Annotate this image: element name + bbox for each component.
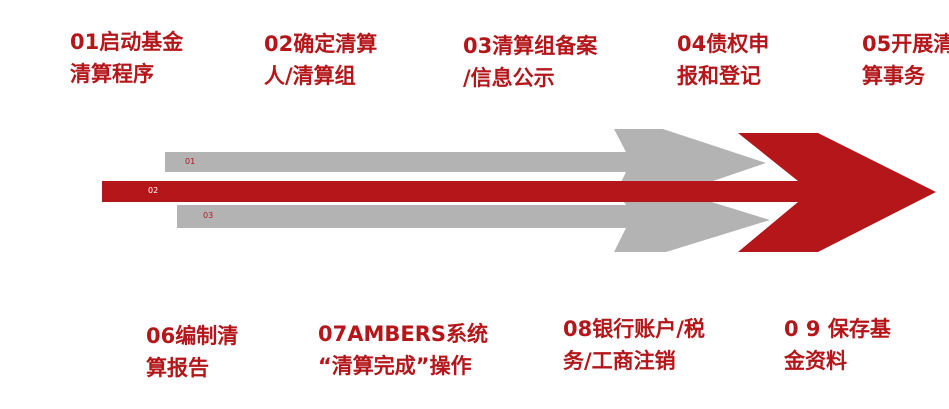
- step-07-line2: “清算完成”操作: [318, 354, 472, 378]
- step-05-line2: 算事务: [862, 64, 925, 88]
- step-04-line1: 04债权申: [677, 32, 770, 56]
- step-06-line2: 算报告: [146, 356, 209, 380]
- arrow-tag-03: 03: [203, 211, 214, 220]
- step-02-line2: 人/清算组: [264, 64, 356, 88]
- step-09-line2: 金资料: [784, 349, 847, 373]
- step-04-label: 04债权申 报和登记: [677, 28, 769, 92]
- step-06-label: 06编制清 算报告: [146, 320, 238, 384]
- step-09-label: 0 9 保存基 金资料: [784, 313, 891, 377]
- step-07-label: 07AMBERS系统 “清算完成”操作: [318, 318, 488, 382]
- step-08-line2: 务/工商注销: [563, 349, 676, 373]
- arrow-tag-02: 02: [148, 186, 159, 195]
- step-03-line1: 03清算组备案: [463, 34, 598, 58]
- step-02-line1: 02确定清算: [264, 32, 378, 56]
- step-01-line2: 清算程序: [70, 62, 154, 86]
- step-03-line2: /信息公示: [463, 66, 555, 90]
- step-01-label: 01启动基金 清算程序: [70, 26, 183, 90]
- step-07-line1: 07AMBERS系统: [318, 322, 489, 346]
- step-06-line1: 06编制清: [146, 324, 239, 348]
- step-04-line2: 报和登记: [677, 64, 761, 88]
- step-02-label: 02确定清算 人/清算组: [264, 28, 377, 92]
- gray-lower-arrow: [177, 187, 770, 252]
- step-01-line1: 01启动基金: [70, 30, 184, 54]
- step-05-label: 05开展清 算事务: [862, 28, 949, 92]
- step-08-label: 08银行账户/税 务/工商注销: [563, 313, 705, 377]
- gray-upper-arrow: [165, 129, 766, 197]
- step-08-line1: 08银行账户/税: [563, 317, 705, 341]
- step-03-label: 03清算组备案 /信息公示: [463, 30, 597, 94]
- step-09-line1: 0 9 保存基: [784, 317, 891, 341]
- step-05-line1: 05开展清: [862, 32, 949, 56]
- arrow-tag-01: 01: [185, 157, 196, 166]
- red-main-arrow: [102, 133, 936, 252]
